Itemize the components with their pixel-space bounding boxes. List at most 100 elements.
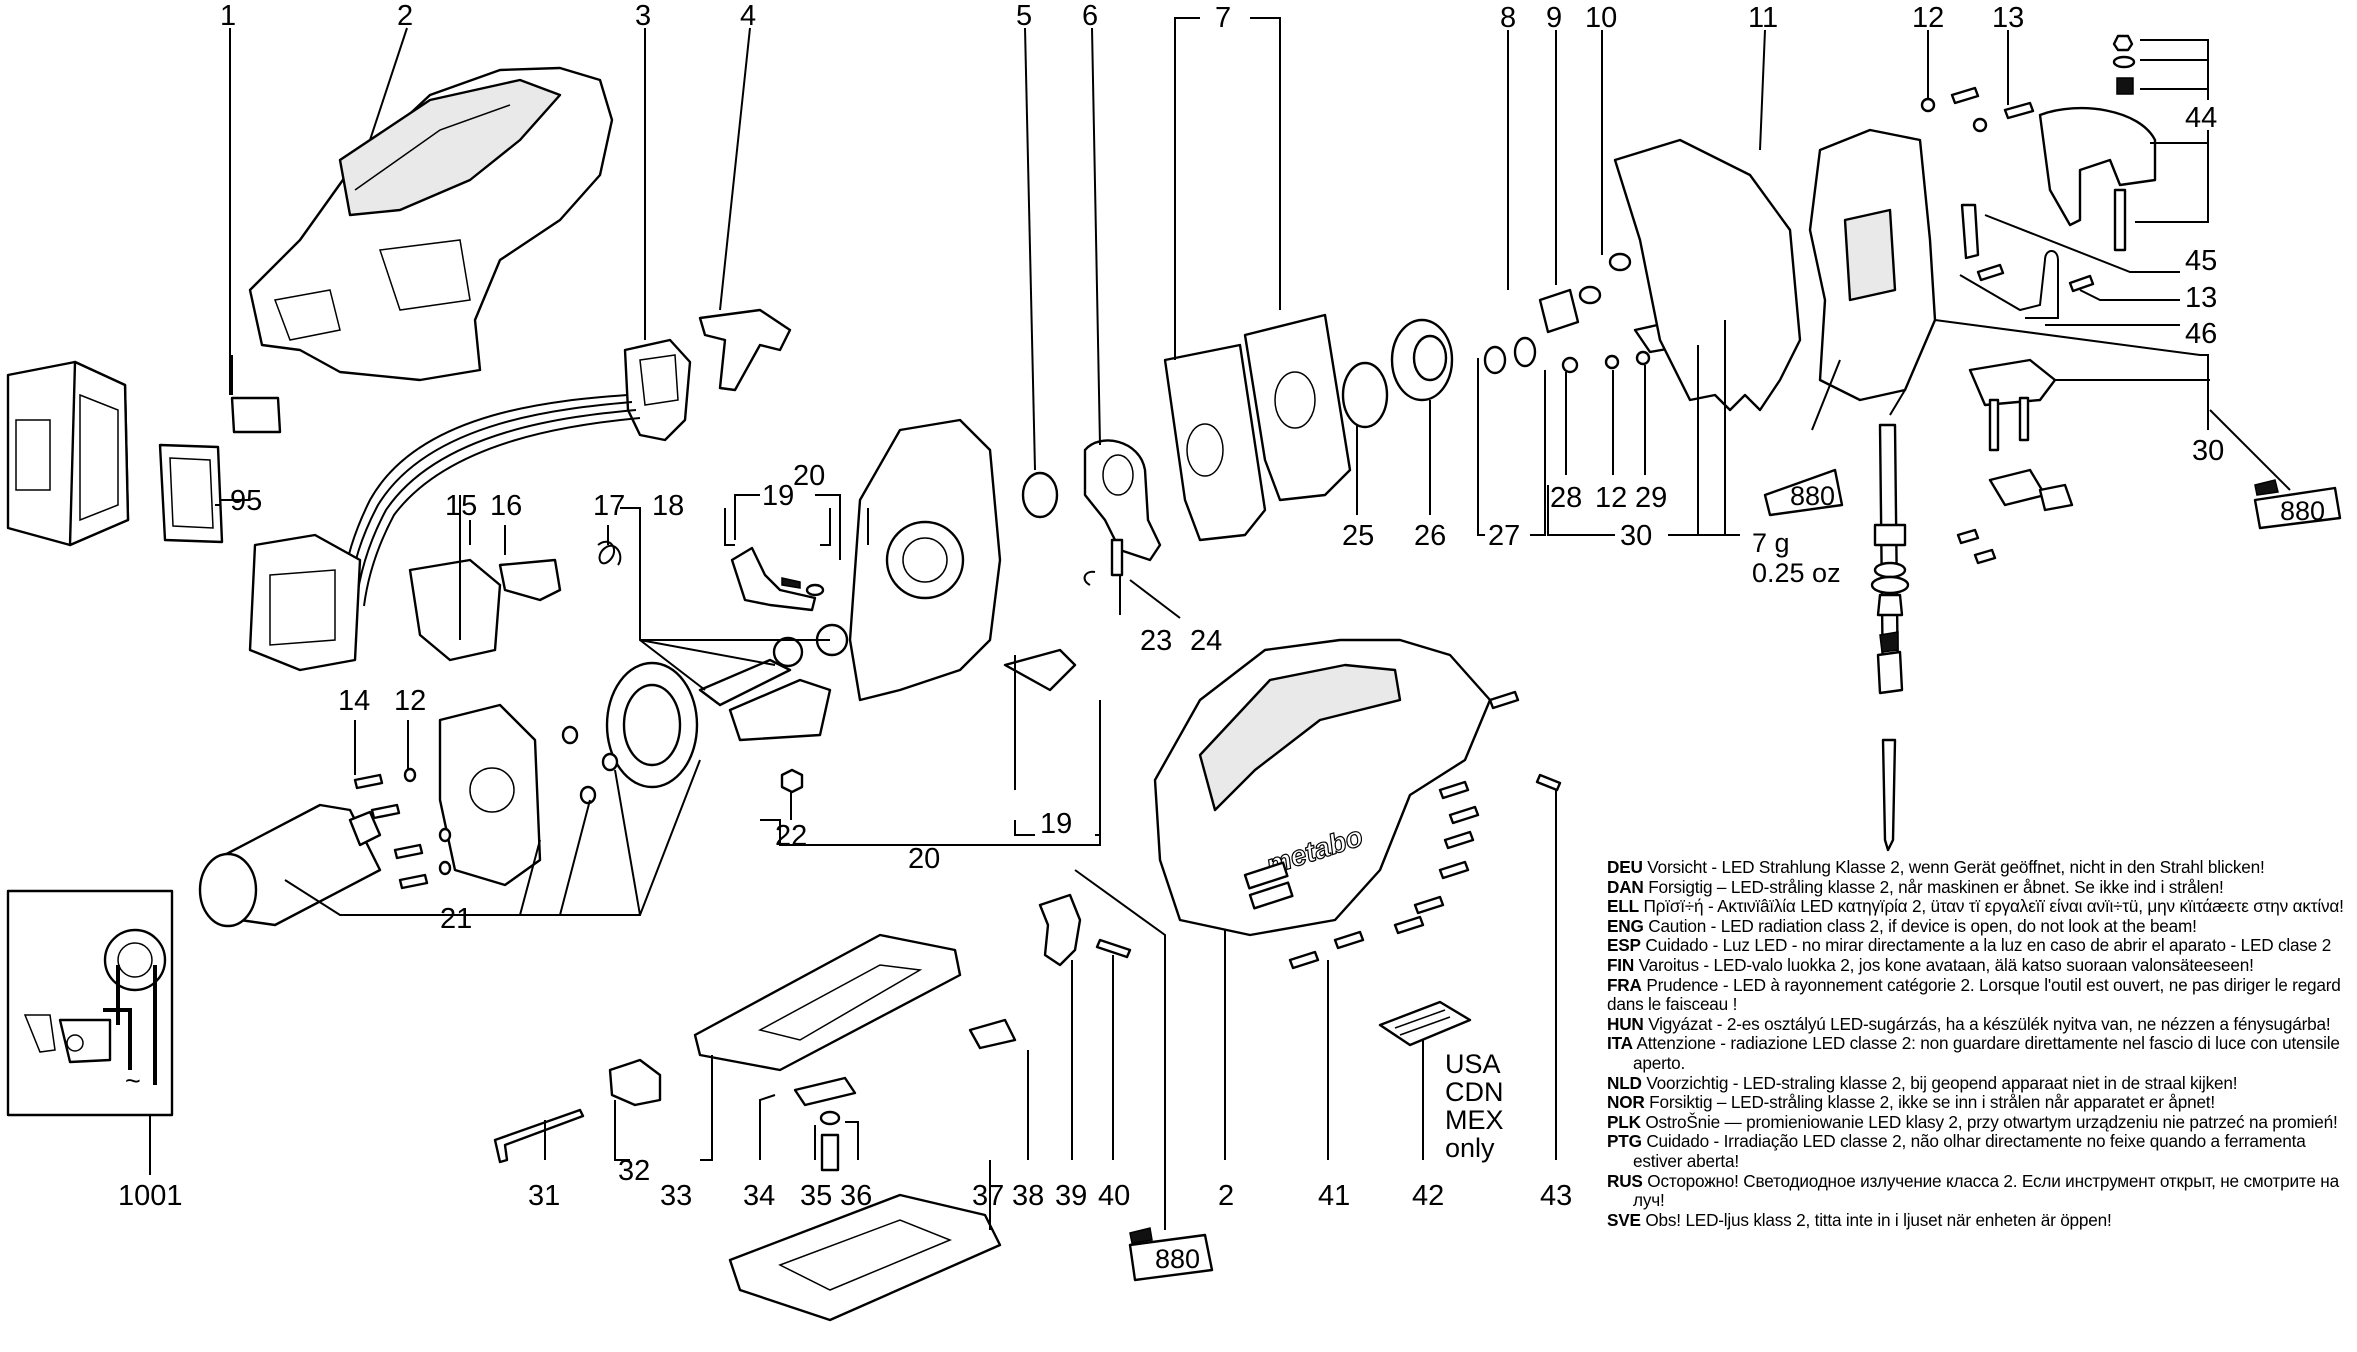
callout-19b: 19 xyxy=(1040,808,1072,840)
warning-fin: FIN Varoitus - LED-valo luokka 2, jos ko… xyxy=(1607,954,2254,975)
grease-tube-brush-icon-bottom: 880 xyxy=(1128,1227,1214,1282)
callout-3: 3 xyxy=(635,0,651,32)
callout-13: 13 xyxy=(1992,2,2024,34)
region-cdn: CDN xyxy=(1445,1077,1504,1107)
callout-40: 40 xyxy=(1098,1180,1130,1212)
callout-8: 8 xyxy=(1500,2,1516,34)
part-20-gear-housing xyxy=(728,418,1077,742)
callout-2: 2 xyxy=(397,0,413,32)
part-38-plate xyxy=(968,1018,1017,1050)
callout-22: 22 xyxy=(775,820,807,852)
callout-31: 31 xyxy=(528,1180,560,1212)
region-usa: USA xyxy=(1445,1049,1501,1079)
callout-30-right: 30 xyxy=(2192,435,2224,467)
blade-clamp-parts xyxy=(1956,358,2074,565)
warning-dan: DAN Forsigtig – LED-stråling klasse 2, n… xyxy=(1607,876,2224,897)
part-8-sleeve xyxy=(1538,288,1580,334)
grease-amount-ounces: 0.25 oz xyxy=(1752,558,1841,588)
callout-28: 28 xyxy=(1550,482,1582,514)
callout-1001: 1001 xyxy=(118,1180,183,1212)
part-16-button xyxy=(498,558,562,602)
part-46-spring-wire xyxy=(1959,250,2059,319)
callout-34: 34 xyxy=(743,1180,775,1212)
callout-18: 18 xyxy=(652,490,684,522)
part-27-bushing-2 xyxy=(1513,336,1537,368)
part-34-guide xyxy=(793,1076,857,1107)
part-9-clip-small xyxy=(1083,570,1096,586)
part-40-pin xyxy=(1095,938,1132,959)
callout-45: 45 xyxy=(2185,245,2217,277)
callout-43: 43 xyxy=(1540,1180,1572,1212)
part-11-gasket xyxy=(1613,138,1802,412)
warning-hun: HUN Vigyázat - 2-es osztályú LED-sugárzá… xyxy=(1607,1013,2331,1034)
callout-21: 21 xyxy=(440,903,472,935)
callout-6: 6 xyxy=(1082,0,1098,32)
callout-42: 42 xyxy=(1412,1180,1444,1212)
callout-95: 95 xyxy=(230,485,262,517)
callout-labels: 1 2 3 4 5 6 7 8 9 10 11 12 13 44 45 13 4… xyxy=(118,0,2224,1212)
callout-20b: 20 xyxy=(908,843,940,875)
warning-sve: SVE Obs! LED-ljus klass 2, titta inte in… xyxy=(1607,1209,2112,1230)
callout-33: 33 xyxy=(660,1180,692,1212)
part-21-motor xyxy=(198,803,382,928)
part-26-gear xyxy=(1390,318,1454,402)
callout-1: 1 xyxy=(220,0,236,32)
motor-screws xyxy=(353,725,619,890)
part-31-hex-key xyxy=(493,1108,585,1164)
callout-16: 16 xyxy=(490,490,522,522)
callout-24: 24 xyxy=(1190,625,1222,657)
callout-36: 36 xyxy=(840,1180,872,1212)
callout-19: 19 xyxy=(762,480,794,512)
callout-10: 10 xyxy=(1585,2,1617,34)
callout-12b: 12 xyxy=(1595,482,1627,514)
callout-25: 25 xyxy=(1342,520,1374,552)
grease-code-label-bottom: 880 xyxy=(1155,1244,1200,1274)
part-37-base-cover xyxy=(728,1193,1002,1322)
part-95-label xyxy=(158,443,224,544)
region-only: only xyxy=(1445,1133,1495,1163)
part-25-ring xyxy=(1341,361,1389,429)
callout-9: 9 xyxy=(1546,2,1562,34)
part-45-bracket xyxy=(1960,203,1980,260)
grease-code-label-right: 880 xyxy=(2280,496,2325,526)
part-fan-gear xyxy=(605,661,699,789)
part-7-guide-plates xyxy=(1163,313,1352,542)
motor-bracket xyxy=(438,703,542,887)
callout-29: 29 xyxy=(1635,482,1667,514)
wiring-ac-symbol: ~ xyxy=(125,1066,141,1096)
callout-23: 23 xyxy=(1140,625,1172,657)
callout-30: 30 xyxy=(1620,520,1652,552)
grease-tube-icon: 880 xyxy=(1763,468,1844,517)
part-15-latch xyxy=(408,558,502,662)
part-33-base-plate xyxy=(693,933,962,1072)
callout-46: 46 xyxy=(2185,318,2217,350)
warning-nor: NOR Forsiktig – LED-stråling klasse 2, i… xyxy=(1607,1092,2215,1113)
callout-35: 35 xyxy=(800,1180,832,1212)
battery-pack xyxy=(6,360,130,547)
part-10-spring xyxy=(1608,252,1632,272)
warning-ita: ITA Attenzione - radiazione LED classe 2… xyxy=(1607,1033,2340,1073)
part-2-housing-front: metabo xyxy=(1153,638,1492,937)
grease-amount: 7 g 0.25 oz xyxy=(1752,528,1841,588)
callout-32: 32 xyxy=(618,1155,650,1187)
warning-esp: ESP Cuidado - Luz LED - no mirar directa… xyxy=(1607,935,2332,956)
part-12-nut xyxy=(1604,354,1620,370)
part-39-roller-holder xyxy=(1038,893,1082,967)
warning-ptg: PTG Cuidado - Irradiação LED classe 2, n… xyxy=(1607,1131,2306,1171)
battery-terminal-plate xyxy=(248,533,362,672)
part-27-bushing xyxy=(1483,345,1507,375)
callout-12: 12 xyxy=(1912,2,1944,34)
callout-12c: 12 xyxy=(394,685,426,717)
region-note: USA CDN MEX only xyxy=(1445,1050,1504,1162)
region-mex: MEX xyxy=(1445,1105,1504,1135)
callout-38: 38 xyxy=(1012,1180,1044,1212)
grease-tube-brush-icon-right: 880 xyxy=(2253,479,2342,530)
warning-deu: DEU Vorsicht - LED Strahlung Klasse 2, w… xyxy=(1607,857,2265,877)
callout-26: 26 xyxy=(1414,520,1446,552)
callout-17: 17 xyxy=(593,490,625,522)
part-2-housing-half xyxy=(248,66,614,382)
callout-11: 11 xyxy=(1748,2,1778,34)
warning-fra: FRA Prudence - LED à rayonnement catégor… xyxy=(1607,974,2341,1015)
callout-2b: 2 xyxy=(1218,1180,1234,1212)
